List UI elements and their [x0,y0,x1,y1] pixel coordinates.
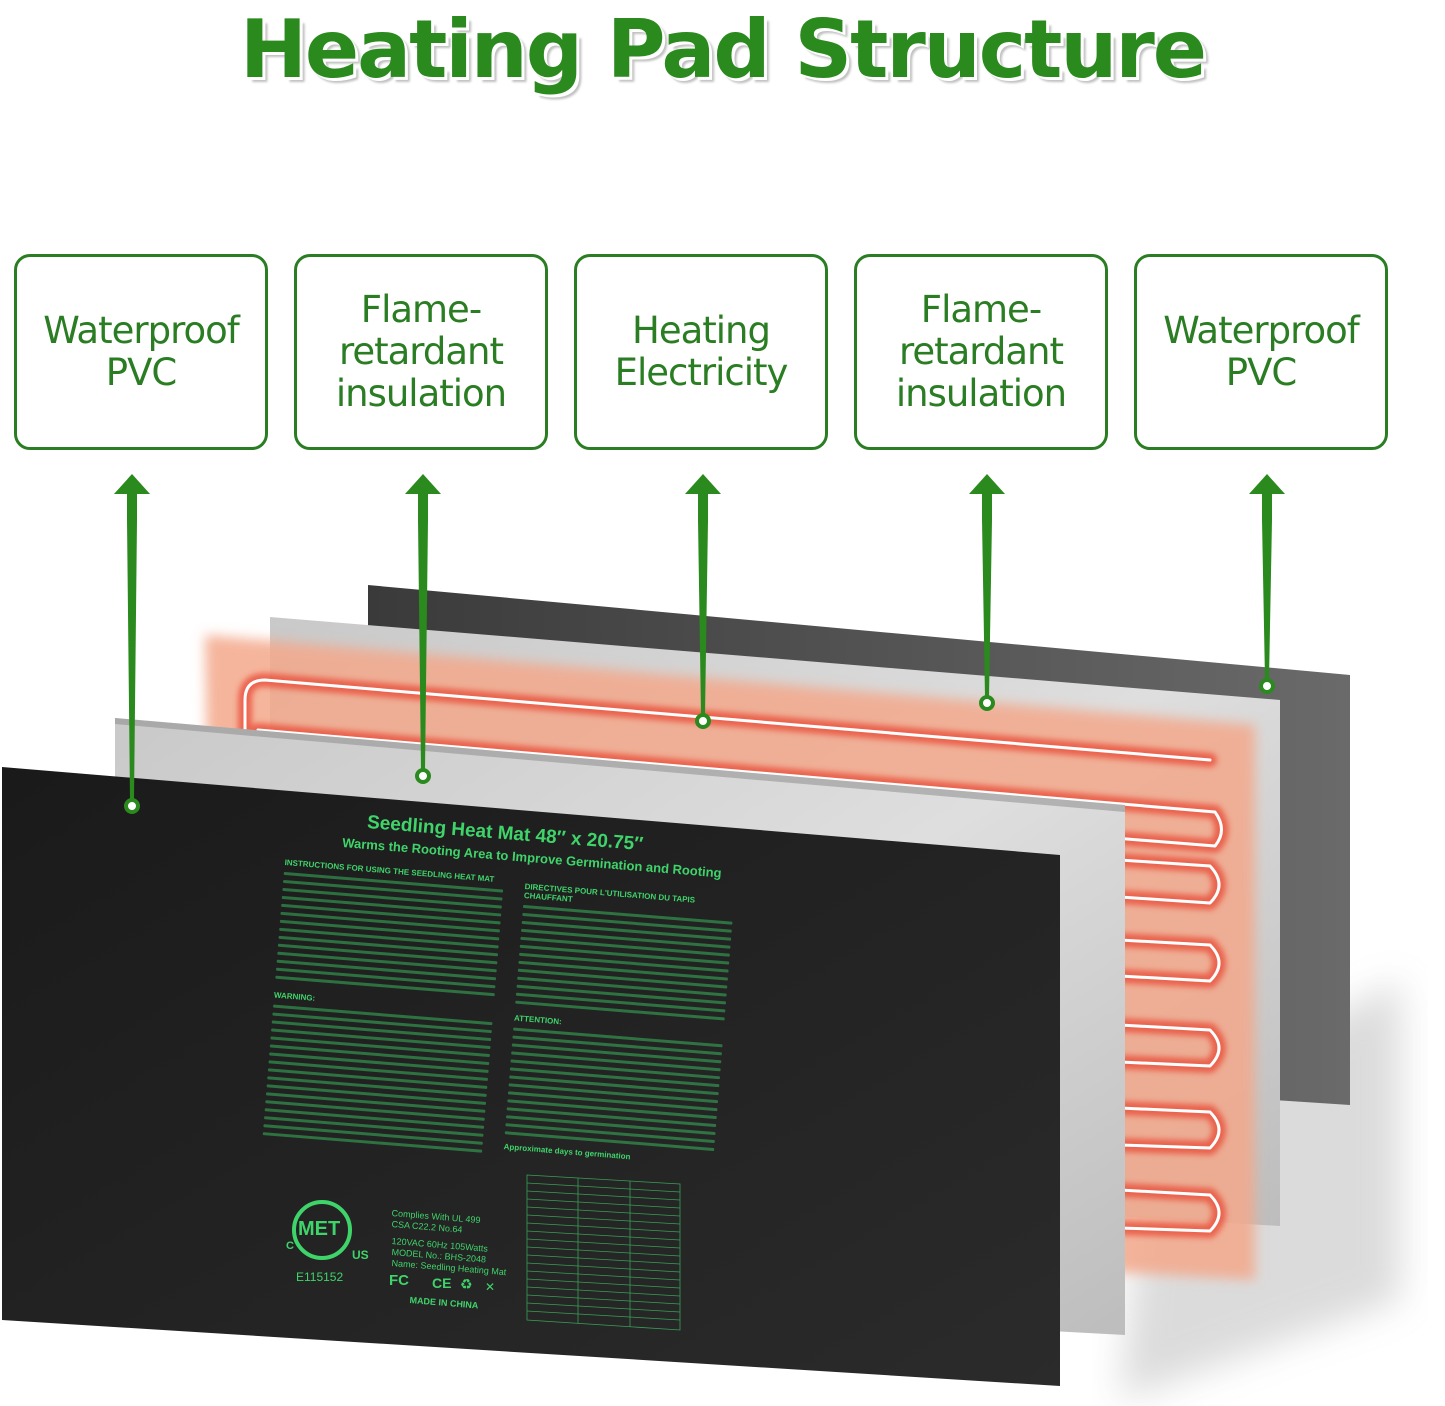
met-c-mark: C [286,1240,294,1252]
page-title: Heating Pad Structure [239,3,1207,96]
mat-instructions-en: INSTRUCTIONS FOR USING THE SEEDLING HEAT… [262,858,504,1158]
met-logo-ring [292,1200,352,1260]
label-text: Heating Electricity [614,309,789,394]
front-pvc-mat [2,767,1060,1386]
pin-markers [124,678,1275,814]
arrows [114,474,1285,800]
arrow-up-icon [685,474,721,520]
pin-circle-icon [979,695,995,711]
mat-instructions-fr: DIRECTIVES POUR L'UTILISATION DU TAPIS C… [503,882,734,1168]
label-box-waterproof-pvc-front: Waterproof PVC [14,254,268,450]
label-box-heating-electricity: Heating Electricity [574,254,828,450]
arrow-up-icon [405,474,441,520]
pin-circle-icon [415,768,431,784]
ce-icon: CE [432,1275,452,1291]
arrow-up-icon [114,474,150,520]
recycle-icon: ♻ [460,1276,473,1292]
pin-circle-icon [695,713,711,729]
pin-circle-icon [124,798,140,814]
label-text: Waterproof PVC [1163,309,1360,394]
label-box-flame-retardant-front: Flame- retardant insulation [294,254,548,450]
label-text: Waterproof PVC [43,309,240,394]
fcc-icon: FC [389,1272,409,1289]
met-us-mark: US [352,1248,369,1262]
label-text: Flame- retardant insulation [335,288,507,415]
weee-bin-icon: ✕ [485,1280,496,1294]
warning-lines [262,1004,493,1153]
met-logo-text: MET [298,1218,341,1240]
germination-table [526,1174,681,1331]
directive-lines [515,904,733,1021]
cert-number: E115152 [296,1270,344,1284]
arrow-up-icon [969,474,1005,520]
instruction-lines [275,871,504,997]
label-box-flame-retardant-back: Flame- retardant insulation [854,254,1108,450]
label-text: Flame- retardant insulation [895,288,1067,415]
attention-lines [504,1027,723,1152]
label-box-waterproof-pvc-back: Waterproof PVC [1134,254,1388,450]
pin-circle-icon [1259,678,1275,694]
arrow-up-icon [1249,474,1285,520]
